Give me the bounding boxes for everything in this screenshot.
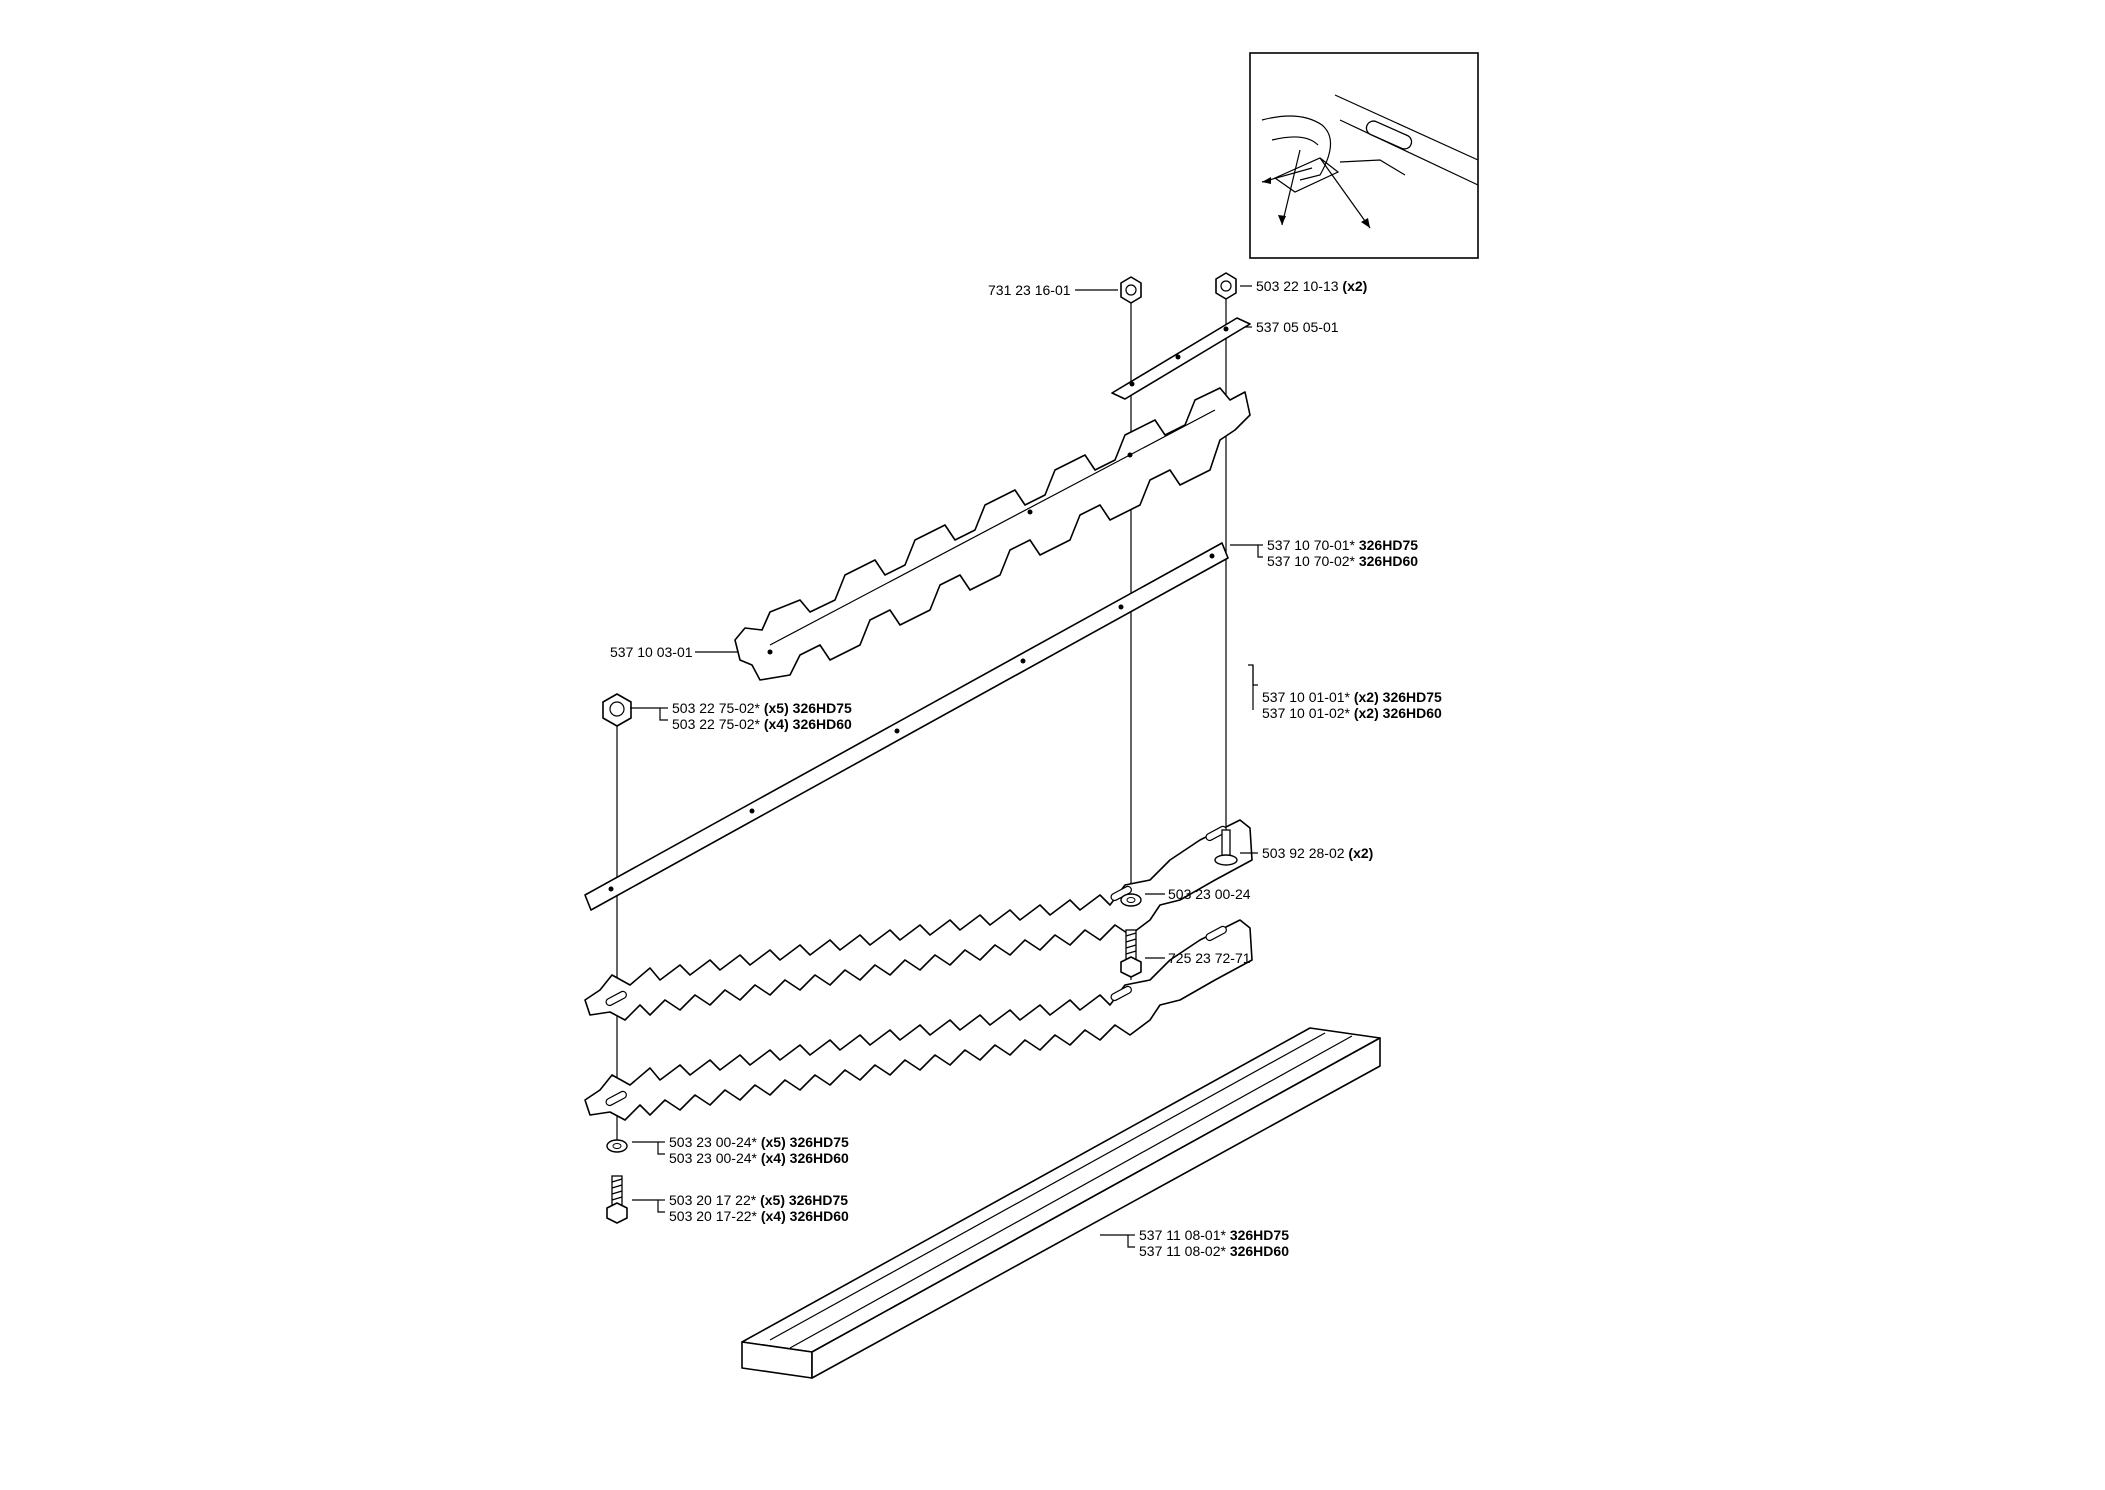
- leader-lines: [630, 285, 1263, 1248]
- label-725-23-72-71: 725 23 72-71: [1168, 950, 1251, 966]
- right-screw-icon: [1214, 829, 1238, 866]
- label-537-05-05-01: 537 05 05-01: [1256, 319, 1339, 335]
- label-537-10-01-01: 537 10 01-01* (x2) 326HD75: [1262, 689, 1442, 705]
- nut-731-icon: [1120, 276, 1142, 304]
- label-503-22-75-02-hd75: 503 22 75-02* (x5) 326HD75: [672, 700, 852, 716]
- guard-plate-part: [734, 387, 1251, 681]
- label-537-10-01-02: 537 10 01-02* (x2) 326HD60: [1262, 705, 1442, 721]
- detail-inset: [1249, 52, 1479, 259]
- label-537-11-08-01: 537 11 08-01* 326HD75: [1139, 1227, 1289, 1243]
- label-537-10-70-01: 537 10 70-01* 326HD75: [1267, 537, 1418, 553]
- label-503-22-10-13: 503 22 10-13 (x2): [1256, 278, 1367, 294]
- label-537-10-03-01: 537 10 03-01: [610, 644, 693, 660]
- nut-503-icon: [1215, 272, 1237, 300]
- label-503-20-17-22-hd60: 503 20 17-22* (x4) 326HD60: [669, 1208, 849, 1224]
- label-537-11-08-02: 537 11 08-02* 326HD60: [1139, 1243, 1289, 1259]
- label-503-22-75-02-hd60: 503 22 75-02* (x4) 326HD60: [672, 716, 852, 732]
- upper-blade-part: [584, 819, 1253, 1021]
- label-731-23-16-01: 731 23 16-01: [988, 282, 1071, 298]
- label-503-20-17-22-hd75: 503 20 17 22* (x5) 326HD75: [669, 1192, 848, 1208]
- label-503-23-00-24-hd60: 503 23 00-24* (x4) 326HD60: [669, 1150, 849, 1166]
- lower-blade-part: [584, 919, 1253, 1121]
- label-503-23-00-24: 503 23 00-24: [1168, 886, 1251, 902]
- mid-washer-icon: [1120, 893, 1142, 907]
- label-503-23-00-24-hd75: 503 23 00-24* (x5) 326HD75: [669, 1134, 849, 1150]
- mid-bolt-icon: [1120, 929, 1142, 978]
- long-bar-part: [584, 542, 1229, 911]
- label-503-92-28-02: 503 92 28-02 (x2): [1262, 845, 1373, 861]
- label-537-10-70-02: 537 10 70-02* 326HD60: [1267, 553, 1418, 569]
- blade-cover-part: [741, 1027, 1381, 1379]
- small-plate-part: [1111, 317, 1251, 400]
- left-washer-icon: [606, 1139, 628, 1153]
- left-bolt-icon: [606, 1175, 628, 1224]
- left-nut-icon: [602, 693, 632, 727]
